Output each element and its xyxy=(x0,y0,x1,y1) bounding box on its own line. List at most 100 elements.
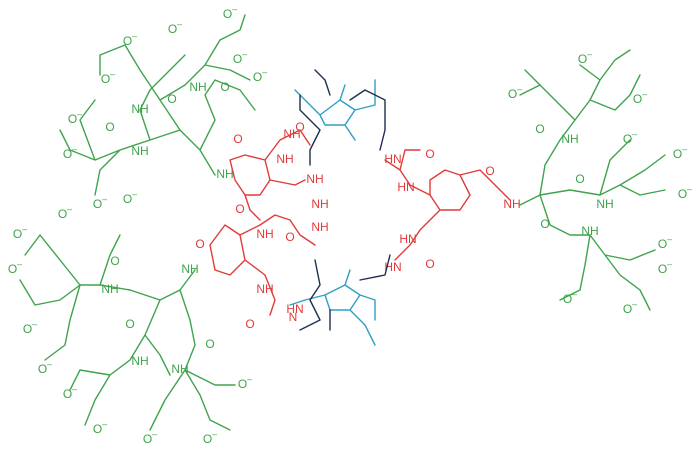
negative-charge: – xyxy=(67,204,72,214)
carboxylate-oxygen: O– xyxy=(623,299,637,316)
amide-nh: NH xyxy=(131,102,148,116)
carbonyl-oxygen: O xyxy=(425,257,434,271)
carbonyl-oxygen: O xyxy=(105,120,114,134)
carbonyl-oxygen: O xyxy=(535,122,544,136)
urea-nh: NH xyxy=(256,282,273,296)
amide-nh: NH xyxy=(131,144,148,158)
carboxylate-oxygen: O– xyxy=(508,84,522,101)
amide-nh: NH xyxy=(189,80,206,94)
carboxylate-oxygen: O– xyxy=(658,234,672,251)
dendron-right: O– O– O– O– O– O– O– O– O– O– NH NH NH O… xyxy=(508,49,692,316)
urea-nh: NH xyxy=(256,227,273,241)
negative-charge: – xyxy=(177,19,182,29)
carboxylate-oxygen: O– xyxy=(101,69,115,86)
negative-charge: – xyxy=(247,374,252,384)
negative-charge: – xyxy=(102,194,107,204)
negative-charge: – xyxy=(212,429,217,439)
urea-nh: NH xyxy=(283,127,300,141)
amide-nh: NH xyxy=(181,262,198,276)
negative-charge: – xyxy=(22,224,27,234)
negative-charge: – xyxy=(17,259,22,269)
amide-nh: NH xyxy=(171,362,188,376)
carboxylate-oxygen: O– xyxy=(578,49,592,66)
negative-charge: – xyxy=(682,144,687,154)
negative-charge: – xyxy=(110,69,115,79)
negative-charge: – xyxy=(262,67,267,77)
carboxylate-oxygen: O– xyxy=(563,289,577,306)
carbonyl-oxygen: O xyxy=(425,147,434,161)
negative-charge: – xyxy=(517,84,522,94)
negative-charge: – xyxy=(687,184,692,194)
negative-charge: – xyxy=(132,189,137,199)
carbonyl-oxygen: O xyxy=(245,317,254,331)
carboxylate-oxygen: O– xyxy=(673,144,687,161)
carbonyl-oxygen: O xyxy=(220,80,229,94)
carbonyl-oxygen: O xyxy=(167,92,176,106)
carbonyl-oxygen: O xyxy=(195,237,204,251)
carbonyl-oxygen: O xyxy=(235,202,244,216)
dendron-bottom-left: O– O– O– O– O– O– O– O– O– O– NH NH NH N… xyxy=(8,204,252,446)
negative-charge: – xyxy=(72,144,77,154)
amide-nh: NH xyxy=(101,282,118,296)
urea-hn: HN xyxy=(384,260,401,274)
negative-charge: – xyxy=(232,4,237,14)
urea-hn: HN xyxy=(286,302,303,316)
carboxylate-oxygen: O– xyxy=(93,419,107,436)
negative-charge: – xyxy=(587,49,592,59)
carbonyl-oxygen: O xyxy=(110,254,119,268)
carboxylate-oxygen: O– xyxy=(63,384,77,401)
negative-charge: – xyxy=(667,259,672,269)
negative-charge: – xyxy=(642,89,647,99)
carboxylate-oxygen: O– xyxy=(93,194,107,211)
negative-charge: – xyxy=(32,319,37,329)
carboxylate-oxygen: O– xyxy=(63,144,77,161)
negative-charge: – xyxy=(47,359,52,369)
negative-charge: – xyxy=(572,289,577,299)
glycoluril-urea-core: O O O O O O O O O NH NH NH NH NH NH NH H… xyxy=(195,120,520,331)
carboxylate-oxygen: O– xyxy=(13,224,27,241)
carboxylate-oxygen: O– xyxy=(623,129,637,146)
carbonyl-oxygen: O xyxy=(295,120,304,134)
amide-nh: NH xyxy=(503,197,520,211)
carboxylate-oxygen: O– xyxy=(68,109,82,126)
carboxylate-oxygen: O– xyxy=(8,259,22,276)
urea-hn: HN xyxy=(399,232,416,246)
amide-nh: NH xyxy=(561,132,578,146)
carbonyl-oxygen: O xyxy=(575,172,584,186)
negative-charge: – xyxy=(667,234,672,244)
carboxylate-oxygen: O– xyxy=(203,429,217,446)
negative-charge: – xyxy=(242,49,247,59)
urea-nh: NH xyxy=(311,220,328,234)
carbonyl-oxygen: O xyxy=(540,217,549,231)
carbonyl-oxygen: O xyxy=(233,132,242,146)
carboxylate-oxygen: O– xyxy=(168,19,182,36)
dendron-top-left: O– O– O– O– O– O– O– O– O– O– NH NH NH N… xyxy=(59,4,267,211)
carboxylate-oxygen: O– xyxy=(23,319,37,336)
carboxylate-oxygen: O– xyxy=(143,429,157,446)
amide-nh: NH xyxy=(131,354,148,368)
amide-nh: NH xyxy=(596,197,613,211)
negative-charge: – xyxy=(632,299,637,309)
negative-charge: – xyxy=(132,31,137,41)
urea-nh: NH xyxy=(276,152,293,166)
negative-charge: – xyxy=(72,384,77,394)
carboxylate-oxygen: O– xyxy=(253,67,267,84)
carboxylate-oxygen: O– xyxy=(633,89,647,106)
carbonyl-oxygen: O xyxy=(285,230,294,244)
carbonyl-oxygen: O xyxy=(125,317,134,331)
urea-nh: NH xyxy=(311,197,328,211)
carbonyl-oxygen: O xyxy=(205,337,214,351)
negative-charge: – xyxy=(102,419,107,429)
carboxylate-oxygen: O– xyxy=(223,4,237,21)
carboxylate-oxygen: O– xyxy=(123,31,137,48)
amide-nh: NH xyxy=(216,167,233,181)
negative-charge: – xyxy=(632,129,637,139)
urea-nh: N xyxy=(289,310,298,324)
carboxylate-oxygen: O– xyxy=(238,374,252,391)
carboxylate-oxygen: O– xyxy=(58,204,72,221)
urea-hn: HN xyxy=(384,152,401,166)
negative-charge: – xyxy=(77,109,82,119)
carboxylate-oxygen: O– xyxy=(233,49,247,66)
urea-hn: HN xyxy=(397,180,414,194)
triethylbenzene-cap-top xyxy=(294,69,386,166)
